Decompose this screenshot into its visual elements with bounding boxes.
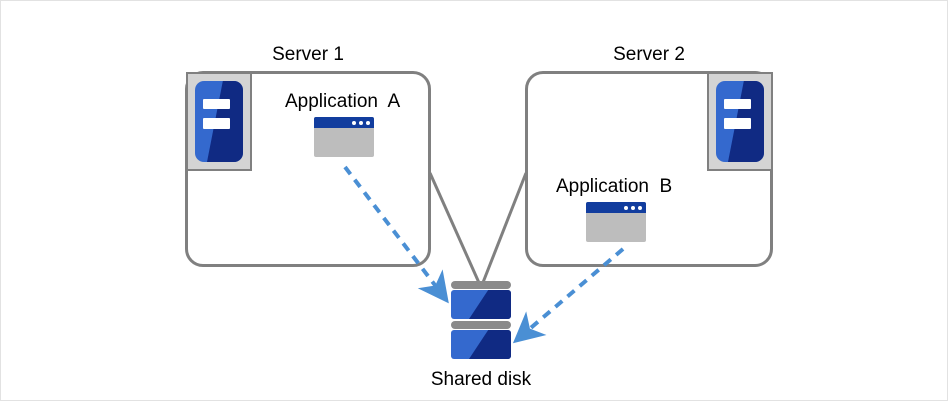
server-2-to-disk-line	[480, 172, 528, 286]
server-1-to-disk-line	[428, 172, 482, 286]
disk-platter-shading	[469, 330, 511, 359]
disk-cap-top	[451, 281, 511, 289]
application-a-to-disk-arrow	[343, 165, 449, 304]
server-icon-slot-top	[202, 98, 230, 110]
window-dot-icon	[638, 205, 642, 210]
server-icon	[186, 72, 252, 171]
shared-disk-icon	[451, 281, 511, 359]
application-a-label: Application A	[285, 91, 401, 112]
server-icon	[707, 72, 773, 171]
server-icon-slot-bottom	[723, 118, 751, 129]
window-dot-icon	[366, 120, 370, 125]
application-window-titlebar	[586, 202, 646, 213]
window-dot-icon	[624, 205, 628, 210]
application-b-to-disk-arrow	[512, 247, 625, 344]
window-dot-icon	[359, 120, 363, 125]
shared-disk-label: Shared disk	[430, 369, 532, 390]
window-dot-icon	[631, 205, 635, 210]
application-window-titlebar	[314, 117, 374, 128]
server-icon-body	[195, 81, 243, 162]
server-icon-body	[716, 81, 764, 162]
application-window-icon	[314, 117, 374, 157]
server-icon-slot-top	[723, 98, 751, 110]
server-1-label: Server 1	[272, 44, 344, 65]
server-icon-slot-bottom	[202, 118, 230, 129]
disk-platter	[451, 290, 511, 319]
server-2-label: Server 2	[613, 44, 685, 65]
disk-platter-shading	[469, 290, 511, 319]
window-dot-icon	[352, 120, 356, 125]
disk-cap-middle	[451, 321, 511, 329]
application-b-label: Application B	[556, 176, 673, 197]
disk-platter	[451, 330, 511, 359]
application-window-icon	[586, 202, 646, 242]
